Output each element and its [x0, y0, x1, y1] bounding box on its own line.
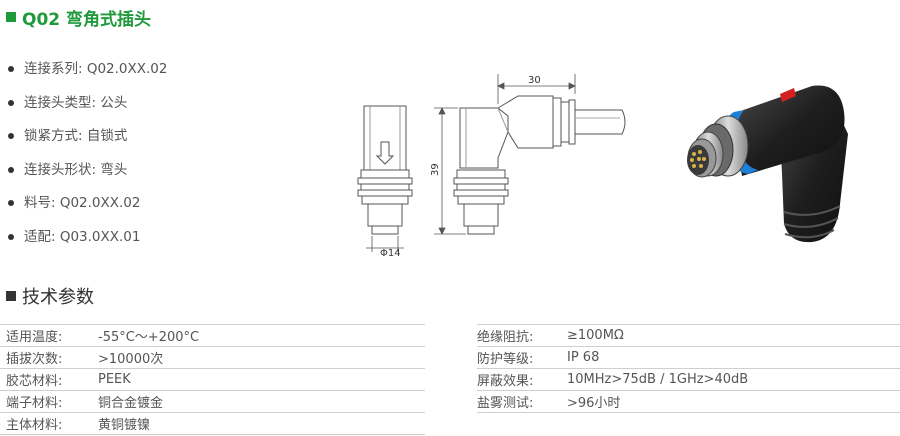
list-item: 适配: Q03.0XX.01: [6, 226, 168, 248]
list-item: 连接头形状: 弯头: [6, 159, 168, 181]
side-view-body: [459, 107, 509, 169]
list-item: 连接头类型: 公头: [6, 92, 168, 114]
table-row: 屏蔽效果:10MHz>75dB / 1GHz>40dB: [477, 368, 900, 391]
table-row: 主体材料:黄铜镀镍: [0, 412, 425, 435]
table-row: 绝缘阻抗:≥100MΩ: [477, 324, 900, 347]
bullet-icon: [8, 166, 14, 173]
table-row: 插拔次数:>10000次: [0, 346, 425, 369]
dim-bottom-label: Φ14: [380, 248, 401, 258]
table-row: 防护等级:IP 68: [477, 346, 900, 369]
spec-table-left: 适用温度:-55°C～+200°C 插拔次数:>10000次 胶芯材料:PEEK…: [0, 324, 425, 435]
list-item: 连接系列: Q02.0XX.02: [6, 58, 168, 80]
property-list: 连接系列: Q02.0XX.02 连接头类型: 公头 锁紧方式: 自锁式 连接头…: [6, 58, 168, 259]
dim-side-label: 39: [430, 163, 441, 176]
arrow-down-icon: [375, 141, 395, 165]
list-item: 锁紧方式: 自锁式: [6, 125, 168, 147]
dim-top-label: 30: [528, 75, 541, 86]
section-title-text: 技术参数: [22, 287, 94, 308]
technical-drawing: Φ14 30 39: [357, 74, 626, 258]
list-item: 料号: Q02.0XX.02: [6, 192, 168, 214]
table-row: 端子材料:铜合金镀金: [0, 390, 425, 413]
bullet-icon: [8, 233, 14, 240]
table-row: 盐雾测试:>96小时: [477, 390, 900, 413]
lock-mark-icon: [780, 88, 796, 102]
title-square-icon: [6, 12, 16, 22]
table-row: 胶芯材料:PEEK: [0, 368, 425, 391]
page-title-text: Q02 弯角式插头: [22, 9, 152, 30]
page-title: Q02 弯角式插头: [6, 6, 152, 30]
table-row: 适用温度:-55°C～+200°C: [0, 324, 425, 347]
bullet-icon: [8, 200, 14, 206]
spec-table-right: 绝缘阻抗:≥100MΩ 防护等级:IP 68 屏蔽效果:10MHz>75dB /…: [477, 324, 900, 413]
product-photo: [687, 85, 848, 243]
bullet-icon: [8, 99, 14, 106]
section-title: 技术参数: [6, 284, 94, 308]
section-square-icon: [6, 291, 16, 301]
bullet-icon: [8, 133, 14, 139]
bullet-icon: [8, 66, 14, 72]
